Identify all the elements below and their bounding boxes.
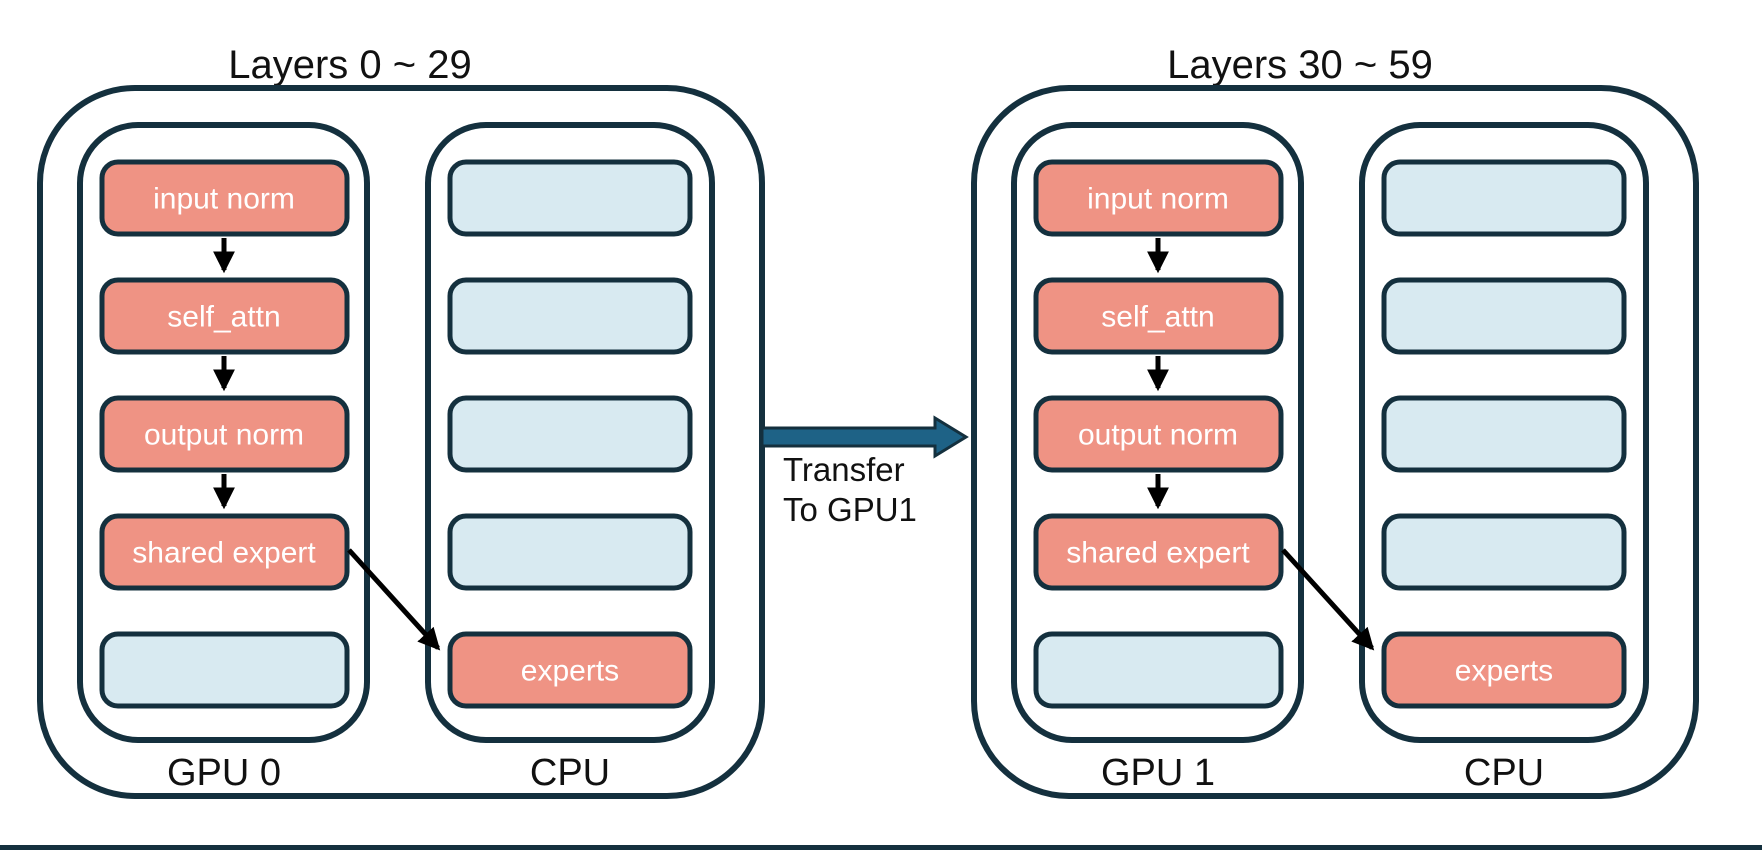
left-gpu-empty-slot	[99, 631, 350, 709]
right-gpu-block-input-norm	[1033, 159, 1284, 237]
right-arrow-sharedexpert-to-experts	[1281, 548, 1375, 651]
left-gpu-block-output-norm	[99, 395, 350, 473]
left-cpu-empty-slot-3	[447, 395, 693, 473]
right-gpu-block-output-norm-label: output norm	[1078, 419, 1238, 452]
right-cpu-block-experts-label: experts	[1455, 655, 1553, 688]
right-cpu-label: CPU	[1464, 752, 1544, 794]
right-gpu-block-self-attn-label: self_attn	[1101, 301, 1214, 334]
transfer-arrow	[760, 415, 969, 459]
right-cpu-empty-slot-1	[1381, 159, 1627, 237]
left-gpu-label: GPU 0	[167, 752, 281, 794]
right-cpu-empty-slot-3	[1381, 395, 1627, 473]
left-cpu-empty-slot-1	[447, 159, 693, 237]
right-gpu-block-shared-expert-label: shared expert	[1066, 537, 1250, 570]
right-gpu-block-self-attn	[1033, 277, 1284, 355]
left-cpu-block-experts-label: experts	[521, 655, 619, 688]
right-cpu-empty-slot-2	[1381, 277, 1627, 355]
transfer-label-line1: Transfer	[783, 451, 905, 488]
left-gpu-block-self-attn-label: self_attn	[167, 301, 280, 334]
right-gpu-label: GPU 1	[1101, 752, 1215, 794]
left-cpu-empty-slot-2	[447, 277, 693, 355]
left-gpu-block-input-norm	[99, 159, 350, 237]
right-group-title: Layers 30 ~ 59	[1167, 43, 1433, 87]
right-gpu-block-shared-expert	[1033, 513, 1284, 591]
left-arrow-sharedexpert-to-experts	[347, 548, 441, 651]
right-cpu-block-experts	[1381, 631, 1627, 709]
right-gpu-block-output-norm	[1033, 395, 1284, 473]
left-cpu-empty-slot-4	[447, 513, 693, 591]
left-gpu-block-input-norm-label: input norm	[153, 183, 295, 216]
right-cpu-empty-slot-4	[1381, 513, 1627, 591]
left-group-title: Layers 0 ~ 29	[228, 43, 472, 87]
left-cpu-label: CPU	[530, 752, 610, 794]
transfer-label-line2: To GPU1	[783, 491, 917, 528]
right-gpu-empty-slot	[1033, 631, 1284, 709]
left-gpu-block-output-norm-label: output norm	[144, 419, 304, 452]
left-cpu-block-experts	[447, 631, 693, 709]
left-gpu-block-self-attn	[99, 277, 350, 355]
left-gpu-block-shared-expert-label: shared expert	[132, 537, 316, 570]
left-gpu-block-shared-expert	[99, 513, 350, 591]
right-gpu-block-input-norm-label: input norm	[1087, 183, 1229, 216]
bottom-edge-line	[0, 845, 1762, 850]
